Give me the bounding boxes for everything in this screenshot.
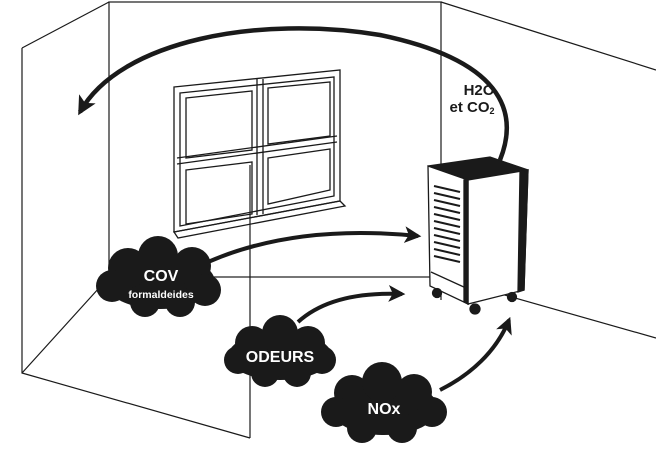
airflow-arrow-top	[78, 26, 509, 161]
label-nox: NOx	[368, 401, 401, 418]
room-outline	[21, 1, 656, 439]
airflow-arrow-nox	[439, 316, 512, 392]
airflow-arrow-odeurs	[296, 285, 406, 324]
label-h2o: H2O	[464, 82, 495, 99]
label-co2-prefix: et CO	[449, 99, 489, 116]
label-cov: COV	[144, 268, 179, 285]
label-co2: et CO2	[449, 99, 494, 116]
cloud-cov	[96, 236, 221, 317]
label-co2-subscript: 2	[490, 106, 495, 116]
label-odeurs: ODEURS	[246, 349, 315, 366]
window	[172, 69, 347, 239]
air-purifier-unit	[427, 156, 529, 315]
cloud-nox	[321, 362, 447, 443]
cloud-odeurs	[224, 315, 336, 387]
airflow-arrow-cov	[207, 226, 422, 264]
label-formaldehydes: formaldeides	[128, 289, 194, 301]
